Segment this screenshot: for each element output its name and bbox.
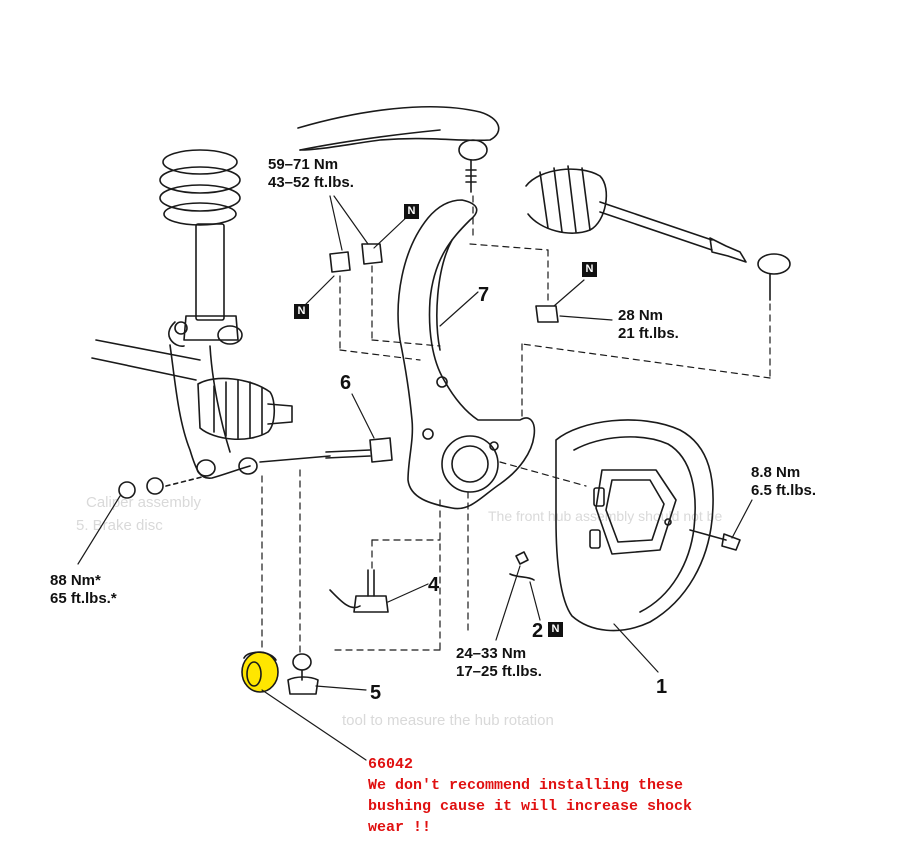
highlighted-bushing — [241, 651, 279, 693]
torque-label: 59–71 Nm — [268, 156, 339, 173]
alignment-lines — [261, 195, 771, 655]
drive-shaft-assembly — [91, 339, 331, 479]
dust-shield — [555, 419, 714, 632]
bushing-pair — [118, 475, 207, 499]
bleed-through-text: tool to measure the hub rotation — [342, 712, 554, 729]
part-number-5: 5 — [370, 682, 382, 704]
stabilizer-link — [287, 653, 319, 695]
torque-label: 24–33 Nm — [456, 645, 527, 662]
cotter-pin — [509, 551, 535, 581]
part-number-4: 4 — [428, 574, 440, 596]
annotation-line: bushing cause it will increase shock — [368, 798, 693, 815]
torque-label: 6.5 ft.lbs. — [751, 482, 817, 499]
upper-control-arm — [297, 105, 500, 193]
part-number-7: 7 — [478, 284, 490, 306]
new-part-badge: N — [548, 622, 563, 637]
new-part-badge: N — [294, 304, 309, 319]
annotation-line: We don't recommend installing these — [368, 777, 684, 794]
leader-lines — [77, 195, 753, 761]
part-number-2: 2 — [532, 620, 544, 642]
bolt-6 — [325, 437, 393, 463]
torque-label: 65 ft.lbs.* — [50, 590, 117, 607]
new-part-badge: N — [582, 262, 597, 277]
ball-joint-bolt — [329, 569, 389, 613]
bleed-through-text: Caliper assembly — [86, 494, 202, 511]
coil-spring-strut — [159, 149, 243, 347]
torque-label: 88 Nm* — [50, 572, 101, 589]
shield-bolt — [689, 529, 741, 551]
torque-label: 17–25 ft.lbs. — [456, 663, 542, 680]
torque-label: 43–52 ft.lbs. — [268, 174, 354, 191]
castle-nuts — [329, 243, 559, 323]
tie-rod-assembly — [525, 165, 791, 301]
annotation-part-number: 66042 — [368, 756, 414, 773]
part-number-6: 6 — [340, 372, 352, 394]
annotation-line: wear !! — [368, 819, 432, 836]
torque-label: 28 Nm — [618, 307, 664, 324]
steering-knuckle — [397, 199, 536, 510]
torque-label: 8.8 Nm — [751, 464, 801, 481]
part-number-1: 1 — [656, 676, 668, 698]
bleed-through-text: 5. Brake disc — [76, 517, 163, 534]
bleed-through-text: The front hub assembly should not be — [488, 508, 723, 524]
torque-label: 21 ft.lbs. — [618, 325, 679, 342]
new-part-badge: N — [404, 204, 419, 219]
